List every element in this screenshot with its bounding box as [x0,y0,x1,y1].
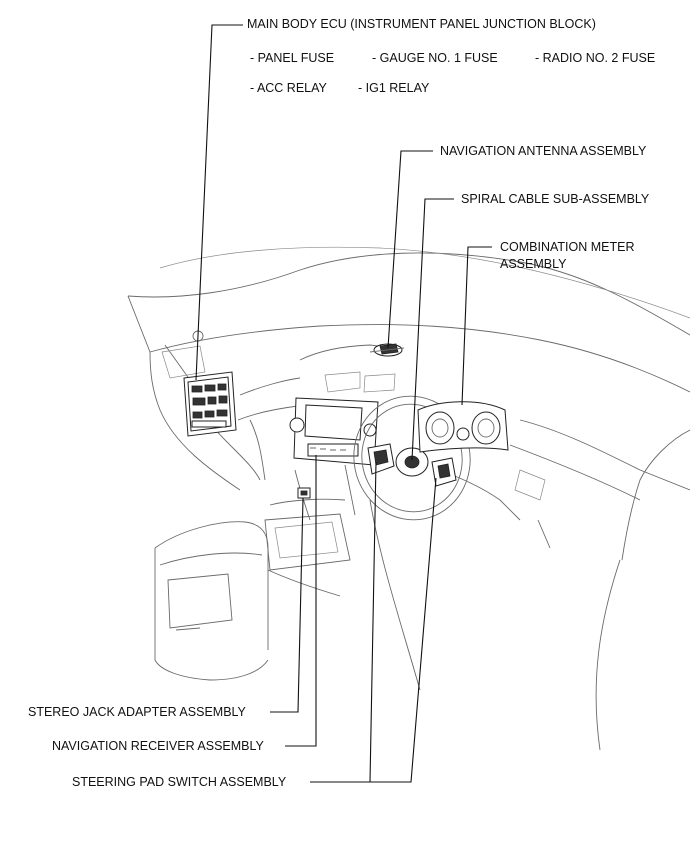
label-gauge-fuse: - GAUGE NO. 1 FUSE [372,51,498,65]
leader-lines [195,24,492,783]
label-panel-fuse: - PANEL FUSE [250,51,335,65]
navigation-antenna-part [369,343,405,357]
label-stereo-jack-adapter: STEREO JACK ADAPTER ASSEMBLY [28,705,246,719]
label-acc-relay: - ACC RELAY [250,81,327,95]
label-navigation-antenna: NAVIGATION ANTENNA ASSEMBLY [440,144,647,158]
label-combination-meter: COMBINATION METER [500,240,635,254]
label-steering-pad-switch: STEERING PAD SWITCH ASSEMBLY [72,775,287,789]
label-navigation-receiver: NAVIGATION RECEIVER ASSEMBLY [52,739,264,753]
label-radio-fuse: - RADIO NO. 2 FUSE [535,51,656,65]
label-ig1-relay: - IG1 RELAY [358,81,430,95]
combination-meter-part [417,401,509,453]
navigation-receiver-part [289,397,379,466]
label-combination-meter-line2: ASSEMBLY [500,257,567,271]
stereo-jack-adapter-part [297,487,311,499]
label-spiral-cable: SPIRAL CABLE SUB-ASSEMBLY [461,192,650,206]
car-interior-outline [127,246,690,751]
label-main-body-ecu: MAIN BODY ECU (INSTRUMENT PANEL JUNCTION… [247,17,596,31]
main-body-ecu-part [183,371,237,437]
